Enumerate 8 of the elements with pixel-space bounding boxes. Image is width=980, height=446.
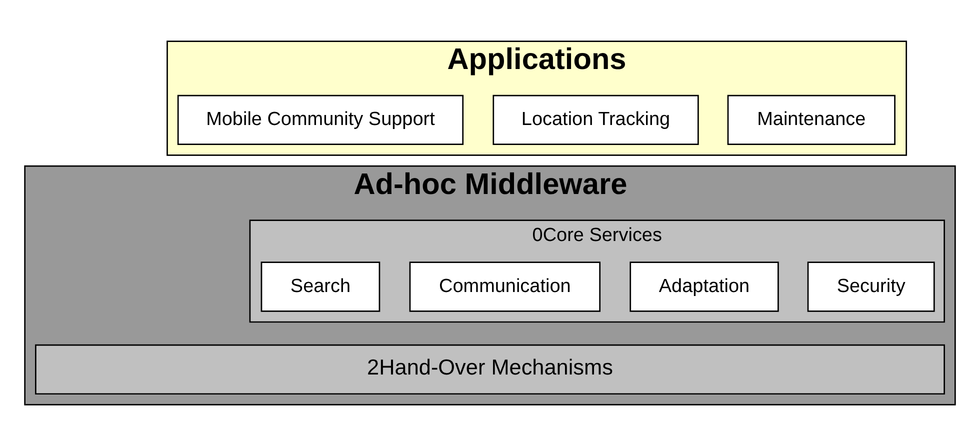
node-box: Mobile Community Support xyxy=(177,94,464,146)
node-box: Maintenance xyxy=(727,94,896,146)
node-box: Communication xyxy=(409,262,601,312)
node-box: Location Tracking xyxy=(492,94,699,146)
node-box: Security xyxy=(807,262,935,312)
node-box: Search xyxy=(260,262,380,312)
node-box: 2Hand-Over Mechanisms xyxy=(35,344,945,395)
node-box: Adaptation xyxy=(630,262,779,312)
